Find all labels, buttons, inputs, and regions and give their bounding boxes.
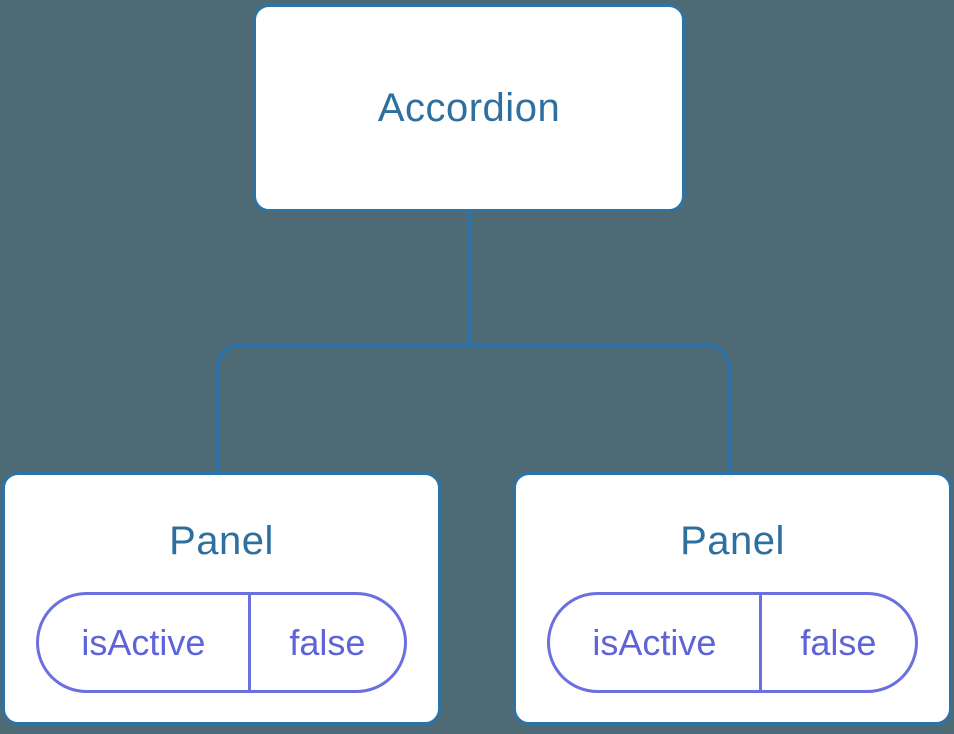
state-pill-right: isActive false (547, 592, 918, 693)
panel-right-label: Panel (680, 519, 785, 563)
state-value: false (800, 621, 877, 663)
state-value: false (289, 621, 366, 663)
connector-stem (467, 210, 472, 346)
state-name: isActive (550, 595, 762, 690)
state-pill-left: isActive false (36, 592, 407, 693)
component-node-accordion: Accordion (253, 4, 685, 212)
state-name: isActive (39, 595, 251, 690)
accordion-label: Accordion (377, 86, 561, 130)
connector-bracket (216, 343, 731, 472)
panel-left-label: Panel (169, 519, 274, 563)
component-node-panel-left: Panel isActive false (2, 472, 441, 725)
component-node-panel-right: Panel isActive false (513, 472, 952, 725)
